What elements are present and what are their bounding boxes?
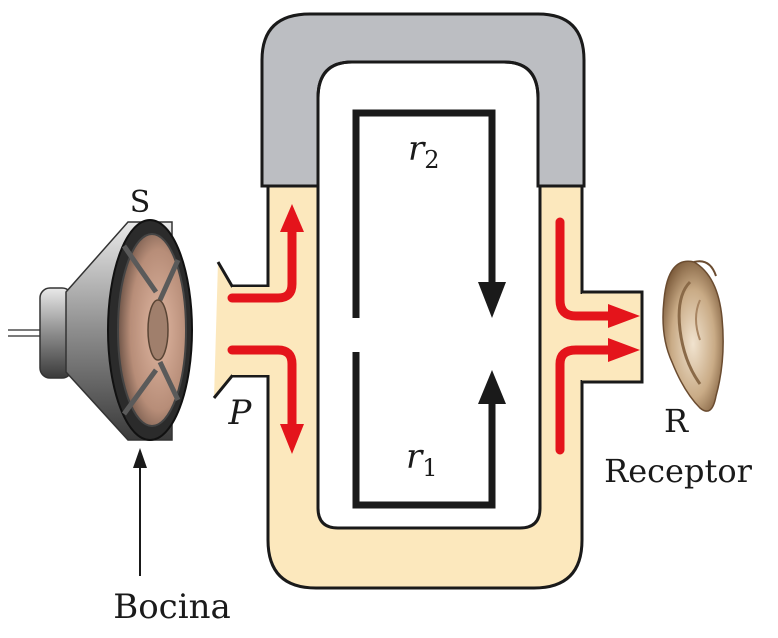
r2-path <box>352 109 496 318</box>
r2-label: r2 <box>408 129 440 174</box>
flow-arrow-up-left <box>227 221 297 303</box>
r1-label: r1 <box>406 437 438 482</box>
r1-arrowhead <box>478 370 506 404</box>
ear-icon <box>662 260 724 412</box>
sliding-tube-inner-edge <box>316 60 540 186</box>
r1-label-base: r <box>406 437 424 477</box>
loudspeaker-icon <box>8 219 193 441</box>
flow-arrowhead-up-left <box>280 204 304 232</box>
r2-label-sub: 2 <box>424 146 439 174</box>
speaker-word-label: Bocina <box>113 587 231 627</box>
r1-path <box>352 352 496 509</box>
tube-body <box>266 184 584 590</box>
receiver-letter-label: R <box>664 402 689 440</box>
flow-arrow-right-top <box>555 217 619 321</box>
flow-arrowhead-down-left <box>280 424 304 454</box>
receiver-word-label: Receptor <box>604 452 753 490</box>
r1-label-sub: 1 <box>422 454 437 482</box>
r2-arrowhead <box>478 282 506 318</box>
source-label: S <box>130 185 151 220</box>
sound-flow-arrows <box>227 217 619 455</box>
sound-flow-arrowheads <box>280 204 640 454</box>
flow-arrowhead-right-bottom <box>608 338 640 362</box>
r2-label-base: r <box>408 129 426 169</box>
flow-arrow-down-left <box>227 345 297 435</box>
flow-arrow-right-bottom <box>555 345 619 455</box>
speaker-pointer-arrowhead <box>133 448 147 468</box>
path-markers <box>352 109 506 509</box>
point-p-label: P <box>228 393 253 433</box>
u-tube <box>212 184 644 590</box>
flow-arrowhead-right-top <box>608 304 640 328</box>
